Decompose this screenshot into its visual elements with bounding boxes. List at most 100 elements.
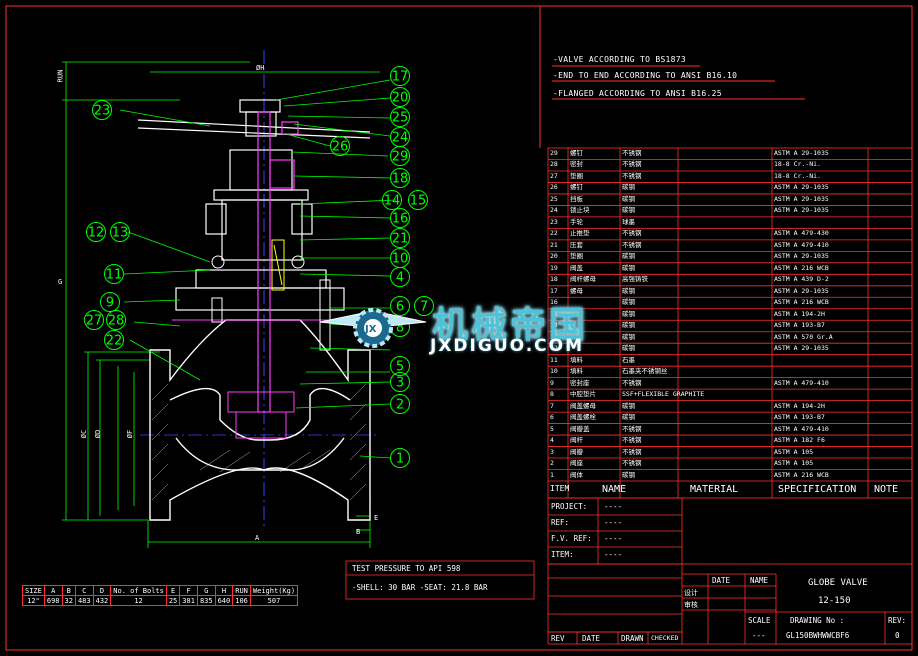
dim-phi-d: ØD (94, 429, 103, 439)
part-item-no: 9 (550, 378, 554, 387)
part-material: 不锈钢 (622, 240, 642, 249)
balloon-27: 27 (84, 310, 104, 330)
part-name: 阀盖 (570, 263, 583, 272)
balloon-21: 21 (390, 228, 410, 248)
bottom-date: DATE (582, 634, 601, 643)
part-material: 不锈钢 (622, 436, 642, 445)
balloon-circle (414, 296, 434, 316)
part-spec: ASTM A 193-B7 (774, 321, 825, 330)
part-spec: ASTM A 105 (774, 459, 814, 468)
part-name: 垫圈 (570, 171, 583, 180)
part-spec: 18-8 Cr.-Ni. (774, 171, 821, 180)
balloon-23: 23 (92, 100, 112, 120)
row-designed: 设计 (684, 589, 698, 597)
part-material: 碳钢 (622, 252, 635, 261)
balloon-1: 1 (390, 448, 410, 468)
part-item-no: 24 (550, 206, 558, 215)
balloon-number: 23 (94, 104, 111, 119)
part-spec: ASTM A 193-B7 (774, 413, 825, 422)
note-bs1873: -VALVE ACCORDING TO BS1873 (553, 55, 687, 64)
balloon-number: 13 (112, 226, 129, 241)
test-pressure-title: TEST PRESSURE TO API 598 (352, 564, 461, 573)
part-item-no: 8 (550, 390, 554, 399)
part-material: 碳钢 (622, 183, 635, 192)
part-material: 球墨 (622, 217, 635, 226)
part-material: 碳钢 (622, 401, 635, 410)
balloon-28: 28 (106, 310, 126, 330)
part-material: 碳钢 (622, 298, 635, 307)
size-col-header: A (43, 585, 63, 596)
part-item-no: 3 (550, 447, 554, 456)
part-name: 阀杆螺母 (570, 275, 596, 284)
part-name: 锁止块 (570, 206, 590, 215)
part-material: 高强铸铁 (622, 275, 648, 284)
ref-label: REF: (551, 518, 570, 527)
scale-label: SCALE (748, 616, 771, 625)
part-item-no: 26 (550, 183, 558, 192)
part-material: 碳钢 (622, 206, 635, 215)
part-material: 碳钢 (622, 470, 635, 479)
bottom-checked: CHECKED (651, 634, 679, 642)
balloon-number: 25 (392, 111, 409, 126)
fv-ref-value: ---- (604, 534, 623, 543)
drawing-no-label: DRAWING No : (790, 616, 845, 625)
part-spec: ASTM A 216 WCB (774, 298, 829, 307)
size-col-value: 12" (22, 595, 45, 606)
balloon-number: 9 (106, 296, 114, 311)
part-material: 不锈钢 (622, 378, 642, 387)
part-item-no: 22 (550, 229, 558, 238)
part-name: 填料 (570, 355, 583, 364)
balloon-5: 5 (390, 356, 410, 376)
size-col-value: 507 (249, 595, 299, 606)
balloon-number: 2 (396, 398, 404, 413)
balloon-circle (408, 190, 428, 210)
balloon-number: 18 (392, 172, 409, 187)
size-col-header: D (92, 585, 112, 596)
part-spec: ASTM A 479-410 (774, 424, 829, 433)
dim-b: B (356, 528, 361, 536)
size-col-header: RUN (232, 585, 251, 596)
parts-header-note: NOTE (874, 484, 899, 495)
size-col-header: F (179, 585, 198, 596)
part-material: 不锈钢 (622, 171, 642, 180)
size-col-value: 106 (232, 595, 251, 606)
balloon-14: 14 (382, 190, 402, 210)
dim-phi-c: ØC (80, 429, 89, 439)
drawing-title: GLOBE VALVE (808, 578, 868, 588)
balloon-circle (390, 248, 410, 268)
size-col-value: 835 (196, 595, 216, 606)
balloon-number: 6 (396, 300, 404, 315)
balloon-11: 11 (104, 264, 124, 284)
part-item-no: 7 (550, 401, 554, 410)
balloon-25: 25 (390, 107, 410, 127)
size-col-header: SIZE (22, 585, 45, 596)
balloon-number: 24 (392, 131, 409, 146)
size-col-header: H (214, 585, 234, 596)
balloon-circle (104, 264, 124, 284)
test-pressure-values: -SHELL: 30 BAR -SEAT: 21.8 BAR (352, 583, 488, 592)
part-item-no: 21 (550, 240, 558, 249)
balloon-22: 22 (104, 330, 124, 350)
size-col-header: C (74, 585, 94, 596)
balloon-number: 22 (106, 334, 123, 349)
balloon-10: 10 (390, 248, 410, 268)
part-spec: ASTM A 479-410 (774, 240, 829, 249)
part-spec: ASTM A 194-2H (774, 309, 825, 318)
balloon-circle (110, 222, 130, 242)
balloon-circle (106, 310, 126, 330)
balloon-number: 17 (392, 70, 409, 85)
balloon-number: 28 (108, 314, 125, 329)
item-label: ITEM: (551, 550, 574, 559)
dim-phi-h: ØH (256, 64, 265, 72)
balloon-26: 26 (330, 136, 350, 156)
fv-ref-label: F.V. REF: (551, 534, 592, 543)
balloon-circle (390, 296, 410, 316)
note-ansi-b16-25: -FLANGED ACCORDING TO ANSI B16.25 (553, 89, 722, 98)
part-spec: ASTM A 29-1035 (774, 286, 829, 295)
dim-g: G (58, 278, 63, 286)
part-name: 填料 (570, 367, 583, 376)
balloon-circle (84, 310, 104, 330)
balloon-7: 7 (414, 296, 434, 316)
part-item-no: 2 (550, 459, 554, 468)
